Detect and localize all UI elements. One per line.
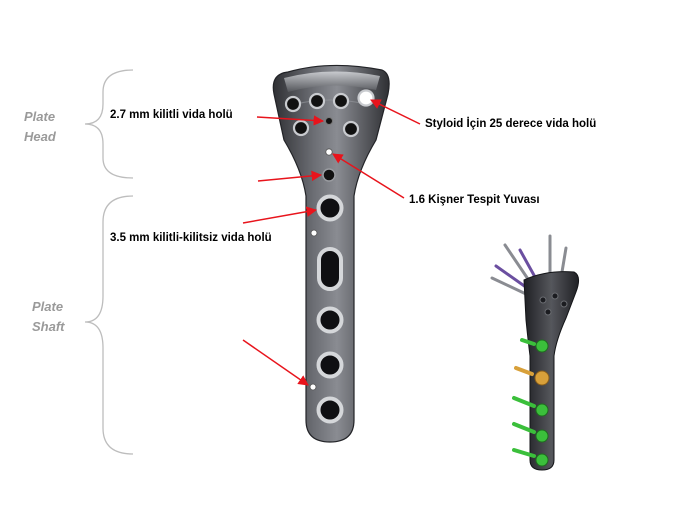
shaft-screw-holes [316,194,344,424]
arrow-neck-hole [257,170,323,182]
shaft-hole [316,351,344,379]
arrow-shaft-kwire [242,339,309,386]
head-hole [292,119,310,137]
shaft-hole [316,194,344,222]
small-locking-hole [325,117,333,125]
assembled-plate-illustration [490,234,580,471]
kwire-hole-shaft [309,383,317,391]
label-styloid-hole: Styloid İçin 25 derece vida holü [425,118,597,130]
head-hole [342,120,360,138]
plate-shaft-label: Plate Shaft [32,297,65,337]
plate-head-line2: Head [24,129,56,144]
label-kirschner-slot: 1.6 Kişner Tespit Yuvası [409,194,540,206]
green-screws [512,338,549,467]
arrow-styloid [370,99,421,125]
label-27mm-hole: 2.7 mm kilitli vida holü [110,109,233,121]
plate-head-bracket [84,69,134,179]
head-screw-holes [284,92,360,138]
arrow-27mm [256,115,325,126]
kwire-hole-head [325,148,333,156]
shaft-slot [317,247,343,291]
plate-shaft-bracket [84,195,134,455]
arrow-35mm [242,206,318,224]
kwire-hole-shaft [310,229,318,237]
head-hole [308,92,326,110]
head-hole [332,92,350,110]
plate-head-label: Plate Head [24,107,56,147]
label-35mm-hole: 3.5 mm kilitli-kilitsiz vida holü [110,232,272,244]
styloid-hole [357,89,375,107]
shaft-hole [316,306,344,334]
plate-shaft-line1: Plate [32,299,64,314]
arrow-kirschner [332,153,405,199]
neck-hole [322,168,336,182]
head-hole [284,95,302,113]
plate-shaft-line2: Shaft [32,319,65,334]
annotation-arrows [242,99,421,386]
plate-head-line1: Plate [24,109,56,124]
gold-screw [514,366,550,386]
shaft-hole [316,396,344,424]
